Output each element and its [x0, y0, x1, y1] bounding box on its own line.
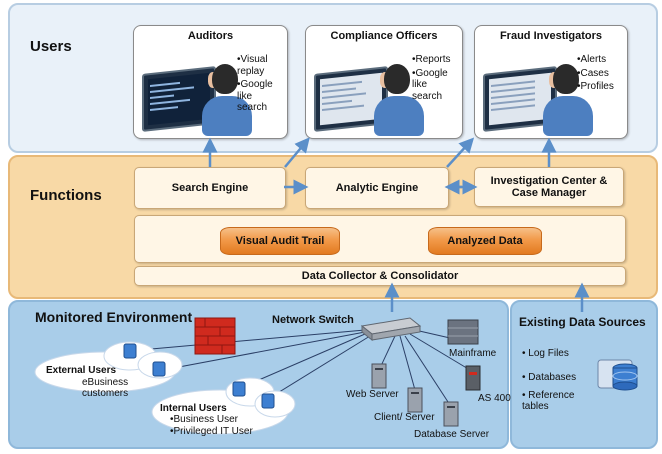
analyzed-data-cylinder: Analyzed Data: [428, 227, 542, 255]
data-store-panel: [134, 215, 626, 263]
client-server-label: Client/ Server: [374, 412, 435, 423]
card-notes: •Reports •Google like search: [412, 54, 451, 102]
business-user-label: •Business User: [170, 414, 238, 425]
fraud-investigators-card: Fraud Investigators •Alerts •Cases •Prof…: [474, 25, 628, 139]
card-title: Compliance Officers: [330, 30, 438, 42]
database-server-label: Database Server: [414, 429, 490, 440]
auditors-card: Auditors •Visual replay •Google like sea…: [133, 25, 288, 139]
network-switch-label: Network Switch: [272, 314, 354, 326]
client-server-icon: [407, 387, 423, 413]
search-engine-box: Search Engine: [134, 167, 286, 209]
monitored-environment-title: Monitored Environment: [35, 309, 193, 325]
arrow-analytic-to-compliance: [284, 137, 310, 168]
network-switch-icon: [360, 317, 422, 342]
person-icon: [202, 96, 252, 136]
analytic-engine-box: Analytic Engine: [305, 167, 449, 209]
as400-icon: [465, 365, 481, 391]
external-users-label: External Users: [46, 365, 117, 376]
card-notes: •Alerts •Cases •Profiles: [577, 54, 614, 92]
card-title: Auditors: [187, 30, 234, 42]
as400-label: AS 400: [478, 393, 511, 404]
web-server-icon: [371, 363, 387, 389]
database-server-icon: [443, 401, 459, 427]
arrow-analytic-to-fraud: [446, 137, 475, 168]
visual-audit-trail-cylinder: Visual Audit Trail: [220, 227, 340, 255]
web-server-label: Web Server: [346, 389, 399, 400]
functions-title: Functions: [30, 187, 102, 204]
card-notes: •Visual replay •Google like search: [237, 54, 273, 113]
users-title: Users: [30, 38, 72, 55]
data-source-item: • Reference tables: [522, 390, 575, 412]
database-stack-icon: [597, 359, 638, 391]
user-globe-icon: [123, 343, 275, 409]
data-source-item: • Log Files: [522, 348, 569, 359]
privileged-it-user-label: •Privileged IT User: [170, 426, 253, 437]
internal-users-label: Internal Users: [160, 403, 227, 414]
person-icon: [543, 96, 593, 136]
person-icon: [374, 96, 424, 136]
mainframe-icon: [447, 319, 479, 345]
data-collector-box: Data Collector & Consolidator: [134, 266, 626, 286]
investigation-center-box: Investigation Center & Case Manager: [474, 167, 624, 207]
ebusiness-customers-label: eBusiness customers: [82, 377, 129, 399]
mainframe-label: Mainframe: [449, 348, 497, 359]
existing-data-sources-title: Existing Data Sources: [519, 315, 646, 329]
data-source-item: • Databases: [522, 372, 577, 383]
compliance-officers-card: Compliance Officers •Reports •Google lik…: [305, 25, 463, 139]
firewall-icon: [194, 317, 236, 355]
card-title: Fraud Investigators: [499, 30, 603, 42]
